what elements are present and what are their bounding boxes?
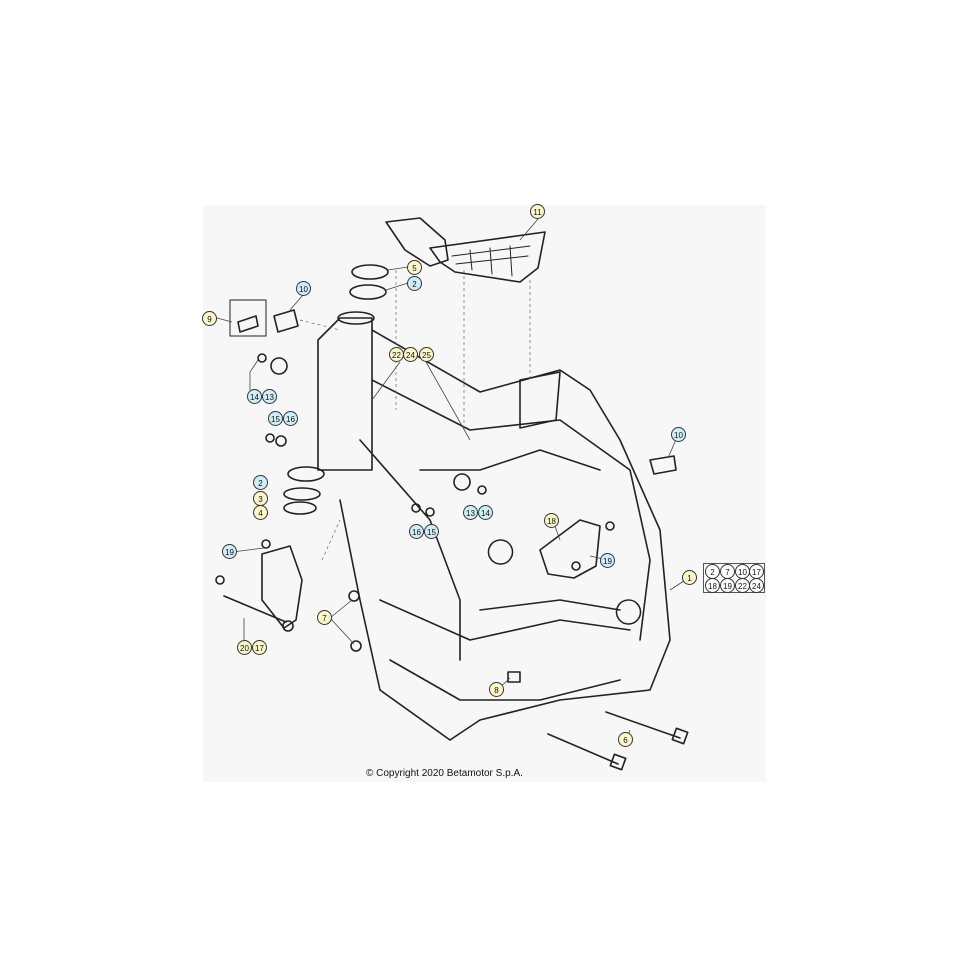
callout-1: 1 (682, 570, 697, 585)
callout-6: 6 (618, 732, 633, 747)
bearing-top-part (351, 264, 389, 280)
callout-2-lower: 2 (253, 475, 268, 490)
callout-24: 24 (403, 347, 418, 362)
callout-14-center: 14 (478, 505, 493, 520)
callout-22: 22 (389, 347, 404, 362)
kit-item: 18 (705, 578, 720, 593)
callout-20: 20 (237, 640, 252, 655)
callout-19-left: 19 (222, 544, 237, 559)
kit-item: 2 (705, 564, 720, 579)
bearing-bottom-part (287, 466, 325, 482)
callout-16-center: 16 (409, 524, 424, 539)
kit-item: 19 (720, 578, 735, 593)
bolt-long-part (605, 711, 681, 739)
callout-3: 3 (253, 491, 268, 506)
skid-plate-part (385, 217, 546, 283)
callout-16: 16 (283, 411, 298, 426)
kit-item: 10 (735, 564, 750, 579)
kit-item: 22 (735, 578, 750, 593)
callout-13-center: 13 (463, 505, 478, 520)
callout-14: 14 (247, 389, 262, 404)
callout-10-right: 10 (671, 427, 686, 442)
kit-item: 24 (749, 578, 764, 593)
callout-8: 8 (489, 682, 504, 697)
callout-2: 2 (407, 276, 422, 291)
engine-bracket-left-part (261, 545, 303, 629)
head-tube-part (317, 317, 373, 471)
callout-19-right: 19 (600, 553, 615, 568)
callout-15: 15 (268, 411, 283, 426)
callout-18: 18 (544, 513, 559, 528)
callout-13: 13 (262, 389, 277, 404)
seal-top-part (349, 284, 387, 300)
kit-item: 17 (749, 564, 764, 579)
engine-bracket-right-part (539, 519, 601, 579)
callout-4: 4 (253, 505, 268, 520)
callout-5: 5 (407, 260, 422, 275)
callout-25: 25 (419, 347, 434, 362)
callout-7: 7 (317, 610, 332, 625)
main-frame-part (339, 329, 671, 741)
kit-item: 7 (720, 564, 735, 579)
callout-11: 11 (530, 204, 545, 219)
callout-9: 9 (202, 311, 217, 326)
callout-15-center: 15 (424, 524, 439, 539)
callout-17: 17 (252, 640, 267, 655)
copyright-notice: © Copyright 2020 Betamotor S.p.A. (366, 768, 523, 779)
kit-reference-box: 2 7 10 17 18 19 22 24 (703, 563, 765, 593)
callout-10: 10 (296, 281, 311, 296)
